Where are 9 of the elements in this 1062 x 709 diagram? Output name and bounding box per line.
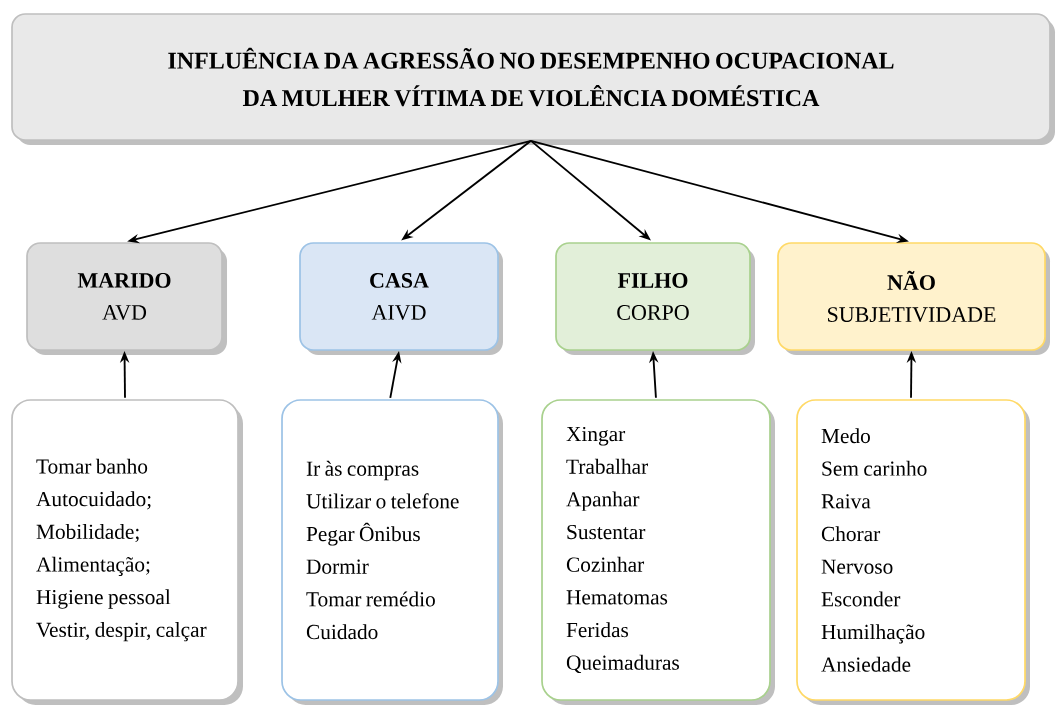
category-box: NÃO SUBJETIVIDADE [777, 242, 1046, 351]
list-box: Medo Sem carinho Raiva Chorar Nervoso Esconder Humilhação Ansiedade [796, 399, 1026, 701]
list-box: Tomar banho Autocuidado; Mobilidade; Alimentação; Higiene pessoal Vestir, despir, calçar [11, 399, 239, 701]
category-box: FILHO CORPO [555, 242, 751, 351]
list-box: Xingar Trabalhar Apanhar Sustentar Cozinhar Hematomas Feridas Queimaduras [541, 399, 771, 701]
category-box: CASA AIVD [299, 242, 499, 351]
title-box: INFLUÊNCIA DA AGRESSÃO NO DESEMPENHO OCUPACIONAL DA MULHER VÍTIMA DE VIOLÊNCIA DOMÉSTICA [11, 13, 1051, 141]
category-box: MARIDO AVD [26, 242, 223, 351]
list-box: Ir às compras Utilizar o telefone Pegar Ônibus Dormir Tomar remédio Cuidado [281, 399, 499, 701]
